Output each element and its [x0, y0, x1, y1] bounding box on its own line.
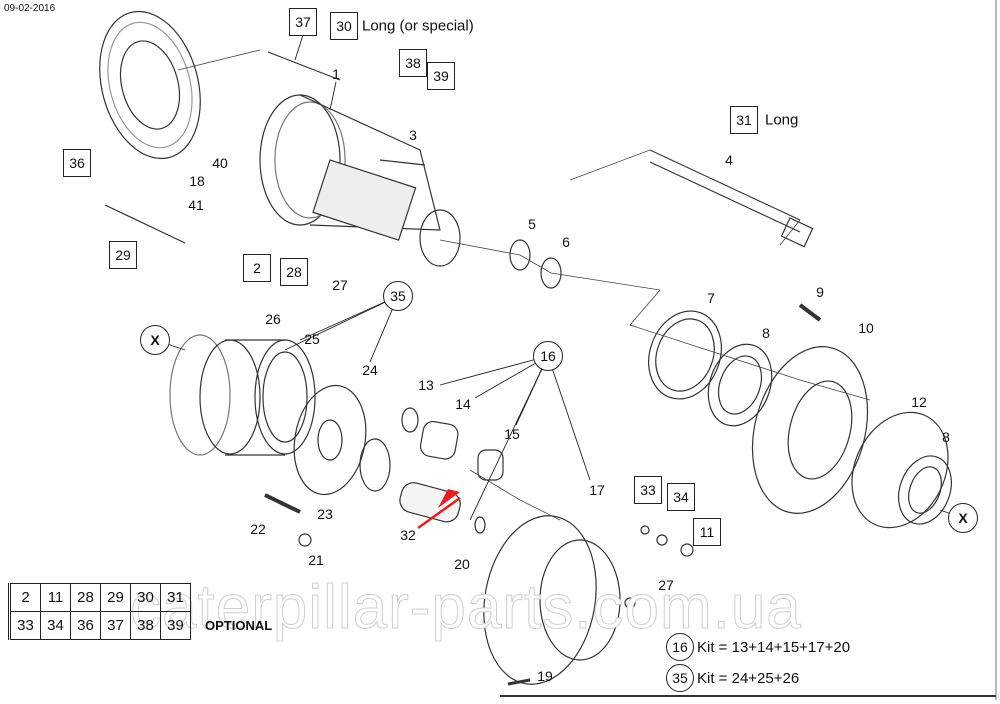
- kit-legend-16: 16 Kit = 13+14+15+17+20: [666, 633, 850, 661]
- callout-28: 28: [280, 258, 308, 286]
- table-cell: 30: [130, 583, 161, 612]
- diagram-date: 09-02-2016: [4, 3, 56, 14]
- part-15-gear: [477, 449, 504, 481]
- match-mark-x: X: [140, 325, 170, 355]
- kit-callout-16: 16: [533, 341, 563, 371]
- kit-id-circle: 35: [666, 664, 694, 692]
- callout-34: 34: [667, 483, 695, 511]
- callout-29: 29: [109, 241, 137, 269]
- callout-27b: 27: [658, 577, 674, 593]
- callout-13: 13: [418, 377, 434, 393]
- table-cell: 34: [40, 611, 71, 640]
- table-cell: 39: [160, 611, 191, 640]
- table-row: 2 11 28 29 30 31: [9, 583, 191, 612]
- callout-38: 38: [399, 49, 427, 77]
- part-8-bearing-outer: [898, 455, 952, 525]
- callout-31: 31: [730, 106, 758, 134]
- part-21-nut: [298, 533, 312, 547]
- callout-11: 11: [693, 518, 721, 546]
- part-36-cover: [99, 10, 201, 160]
- table-cell: 37: [100, 611, 131, 640]
- highlight-arrow: [417, 496, 461, 530]
- table-cell: 31: [160, 583, 191, 612]
- part-29-bolt: [104, 204, 186, 244]
- kit-callout-35: 35: [383, 281, 413, 311]
- callout-24: 24: [362, 362, 378, 378]
- callout-31-note: Long: [765, 111, 799, 129]
- callout-20: 20: [454, 556, 470, 572]
- callout-41: 41: [188, 197, 204, 213]
- optional-parts-table: 2 11 28 29 30 31 33 34 36 37 38 39: [8, 583, 191, 640]
- part-17-cover: [483, 515, 597, 685]
- table-cell: 11: [40, 583, 71, 612]
- table-cell: 38: [130, 611, 161, 640]
- table-cell: 28: [70, 583, 101, 612]
- kit-id-circle: 16: [666, 633, 694, 661]
- callout-18: 18: [189, 173, 205, 189]
- callout-22: 22: [250, 521, 266, 537]
- kit-contents: Kit = 24+25+26: [697, 669, 800, 687]
- callout-17: 17: [589, 482, 605, 498]
- callout-30-note: Long (or special): [362, 17, 474, 35]
- part-9-stud: [798, 303, 822, 322]
- match-mark-x-right: X: [948, 503, 978, 533]
- part-22-bolt: [264, 493, 301, 514]
- callout-5: 5: [528, 216, 536, 232]
- callout-23: 23: [317, 506, 333, 522]
- part-7-seal: [648, 310, 722, 400]
- part-26-snap-ring: [169, 334, 231, 456]
- callout-39: 39: [427, 62, 455, 90]
- callout-19: 19: [537, 668, 553, 684]
- callout-7: 7: [707, 290, 715, 306]
- part-5-seal: [509, 239, 531, 271]
- table-cell: 36: [70, 611, 101, 640]
- callout-6: 6: [562, 234, 570, 250]
- table-cell: 29: [100, 583, 131, 612]
- part-13-ring: [401, 407, 419, 433]
- callout-1: 1: [332, 66, 340, 82]
- callout-2: 2: [243, 254, 271, 282]
- callout-8: 8: [762, 325, 770, 341]
- optional-label: OPTIONAL: [205, 618, 273, 633]
- callout-32: 32: [400, 527, 416, 543]
- callout-10: 10: [858, 320, 874, 336]
- leader-lines: [154, 34, 964, 521]
- callout-33: 33: [634, 476, 662, 504]
- callout-3: 3: [409, 127, 417, 143]
- callout-9: 9: [816, 284, 824, 300]
- callout-15: 15: [504, 426, 520, 442]
- callout-21: 21: [308, 552, 324, 568]
- callout-40: 40: [212, 155, 228, 171]
- part-23-thrust-washer: [359, 438, 391, 492]
- callout-27: 27: [332, 277, 348, 293]
- part-6-ring: [540, 257, 562, 289]
- part-1-housing: [259, 94, 461, 267]
- callout-30: 30: [330, 12, 358, 40]
- callout-4: 4: [725, 152, 733, 168]
- callout-14: 14: [455, 396, 471, 412]
- callout-12: 12: [911, 394, 927, 410]
- part-19-bolt: [507, 678, 531, 686]
- callout-8b: 8: [942, 429, 950, 445]
- part-24-carrier: [293, 384, 367, 496]
- part-3-bolt: [379, 159, 426, 166]
- callout-36: 36: [63, 149, 91, 177]
- table-cell: 33: [9, 611, 41, 640]
- table-row: 33 34 36 37 38 39: [9, 611, 191, 640]
- part-8-bearing: [707, 343, 773, 427]
- part-14-gear: [419, 420, 459, 460]
- connection-lines: [177, 49, 871, 521]
- callout-26: 26: [265, 311, 281, 327]
- callout-25: 25: [304, 331, 320, 347]
- table-cell: 2: [9, 583, 41, 612]
- kit-contents: Kit = 13+14+15+17+20: [697, 638, 851, 656]
- kit-legend-35: 35 Kit = 24+25+26: [666, 664, 799, 692]
- part-37-bolt: [267, 51, 341, 81]
- part-32-sun-gear: [399, 482, 461, 523]
- highlight-arrowhead: [438, 489, 460, 508]
- part-25-ring-gear: [199, 339, 316, 456]
- part-20-washer: [474, 516, 486, 534]
- callout-37: 37: [289, 8, 317, 36]
